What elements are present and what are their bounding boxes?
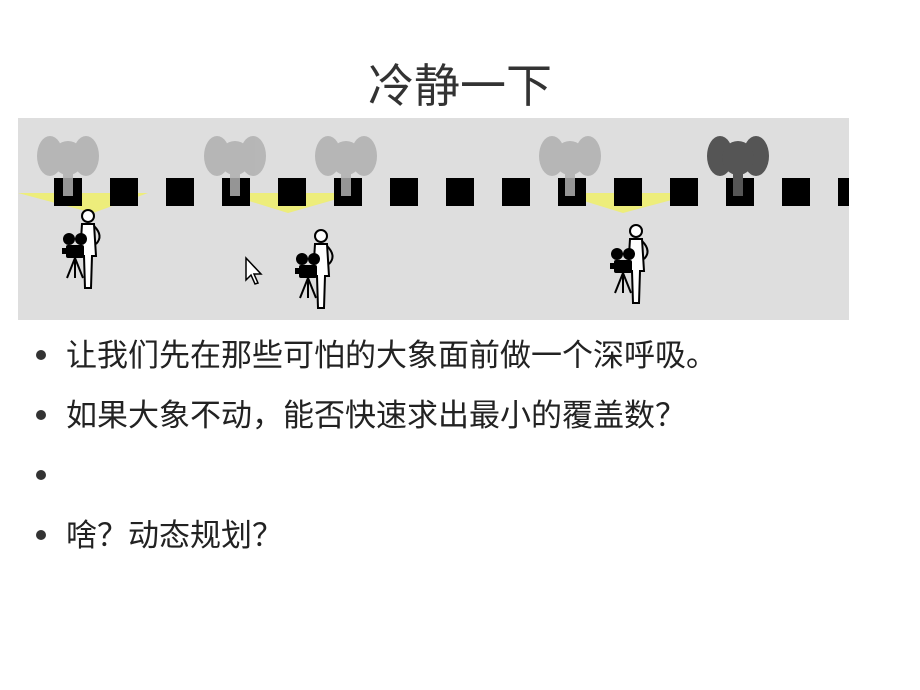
video-camera-icon — [294, 252, 321, 299]
elephant-icon — [315, 136, 377, 196]
bullet-dot — [36, 349, 46, 360]
elephant-icon — [539, 136, 601, 196]
bullet-dot — [36, 469, 46, 480]
elephant-icon — [37, 136, 99, 196]
cameraman — [609, 224, 649, 304]
cameraman — [294, 229, 334, 309]
bullet-item: 让我们先在那些可怕的大象面前做一个深呼吸。 — [36, 330, 717, 390]
cameraman-group — [61, 209, 649, 309]
elephant-icon — [707, 136, 769, 196]
elephant-scene — [18, 118, 849, 320]
marker-square — [110, 178, 138, 206]
cameraman — [61, 209, 101, 289]
marker-square — [390, 178, 418, 206]
marker-square — [502, 178, 530, 206]
bullet-item: 啥？动态规划？ — [36, 510, 717, 570]
bullet-item — [36, 450, 717, 510]
video-camera-icon — [609, 247, 636, 294]
marker-square — [278, 178, 306, 206]
scene-illustration — [18, 136, 849, 309]
marker-square — [614, 178, 642, 206]
bullet-dot — [36, 529, 46, 540]
slide-title: 冷静一下 — [368, 59, 552, 113]
marker-square — [166, 178, 194, 206]
marker-square — [838, 178, 849, 206]
marker-square — [446, 178, 474, 206]
marker-row — [54, 178, 849, 206]
marker-square — [670, 178, 698, 206]
video-camera-icon — [61, 232, 88, 279]
mouse-cursor-icon — [245, 256, 263, 285]
marker-square — [782, 178, 810, 206]
bullet-dot — [36, 409, 46, 420]
bullet-list: 让我们先在那些可怕的大象面前做一个深呼吸。 如果大象不动，能否快速求出最小的覆盖… — [36, 330, 717, 570]
elephant-icon — [204, 136, 266, 196]
bullet-item: 如果大象不动，能否快速求出最小的覆盖数？ — [36, 390, 717, 450]
